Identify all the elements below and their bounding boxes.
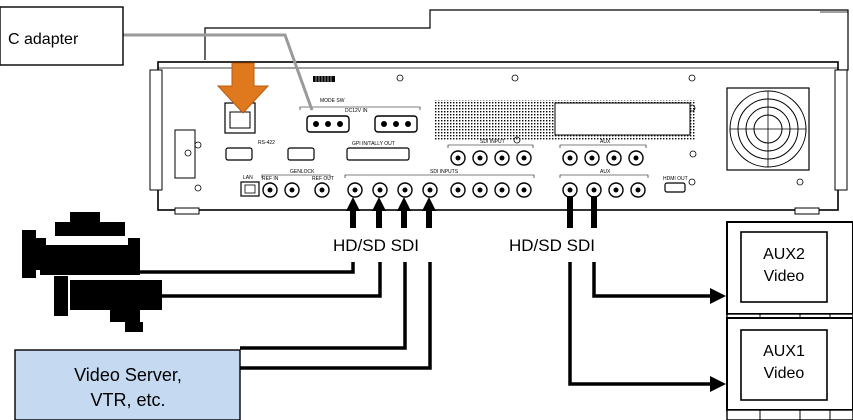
down-arrow-icon (216, 62, 270, 114)
dc-adapter-callout-box (0, 6, 124, 66)
aux-output-stems (567, 196, 597, 228)
aux2-monitor: AUX2 Video (726, 221, 853, 325)
aux2-arrow-icon (710, 288, 726, 304)
sdi-input-arrows (346, 197, 436, 228)
aux1-monitor: AUX1 Video (726, 317, 853, 420)
sdi-input-top-label: SDI INPUT (480, 139, 505, 145)
dc-adapter-label: C adapter (8, 31, 79, 48)
dc-in-label: DC12V IN (345, 108, 368, 114)
genlock-label: GENLOCK (290, 169, 315, 175)
ref-out-label: REF OUT (312, 176, 334, 182)
aux2-label-line2: Video (764, 268, 805, 285)
lan-label: LAN (243, 175, 253, 181)
sdi-input-bottom-label: SDI INPUTS (430, 169, 459, 175)
aux-cables (568, 262, 712, 386)
ref-in-label: REF IN (262, 176, 279, 182)
camera-icon (22, 212, 140, 278)
gpi-label: GPI IN/TALLY OUT (352, 141, 395, 147)
hdmi-out-label: HDMI OUT (663, 176, 688, 182)
mode-sw-label: MODE SW (320, 98, 345, 104)
aux2-label-line1: AUX2 (763, 246, 805, 263)
switcher-rear-panel: MODE SW DC12V IN RS-422 GPI IN/TALLY OUT… (149, 9, 849, 215)
aux-outputs-label: HD/SD SDI (509, 236, 595, 255)
camera-icon (54, 276, 162, 332)
aux-bottom-label: AUX (600, 169, 611, 175)
aux1-arrow-icon (710, 376, 726, 392)
source-cables (140, 262, 432, 370)
aux-top-label: AUX (600, 139, 611, 145)
video-server-box (14, 349, 241, 420)
aux1-label-line1: AUX1 (763, 343, 805, 360)
dc-adapter-cable (123, 33, 314, 111)
sdi-inputs-label: HD/SD SDI (333, 236, 419, 255)
video-server-label-line2: VTR, etc. (90, 390, 165, 410)
rs422-label: RS-422 (258, 140, 275, 146)
video-server-label-line1: Video Server, (74, 365, 182, 385)
aux1-label-line2: Video (764, 365, 805, 382)
